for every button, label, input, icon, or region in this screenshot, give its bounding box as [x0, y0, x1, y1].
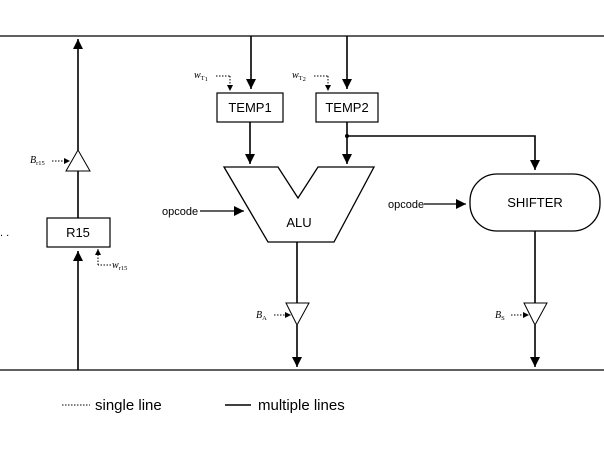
temp2-register — [315, 92, 379, 123]
temp1-label: TEMP1 — [228, 100, 271, 115]
shifter-opcode-label: opcode — [388, 199, 424, 211]
b-a-signal: BA — [256, 310, 267, 322]
legend-multiple-lines-label: multiple lines — [258, 397, 345, 414]
ellipsis: . . — [0, 227, 9, 239]
b-r15-signal: Br15 — [30, 155, 45, 167]
r15-label: R15 — [66, 225, 90, 240]
alu-opcode-label: opcode — [162, 206, 198, 218]
temp2-label: TEMP2 — [325, 100, 368, 115]
r15-register — [46, 217, 111, 248]
r15-tristate-buffer — [65, 148, 91, 172]
alu-block — [222, 166, 376, 243]
w-t1-signal: wT1 — [194, 70, 208, 83]
alu-tristate-buffer — [285, 302, 310, 327]
alu-label: ALU — [286, 215, 311, 230]
shifter-label: SHIFTER — [507, 195, 563, 210]
w-r15-signal: wr15 — [112, 260, 127, 272]
temp2-to-shifter-wire — [347, 135, 540, 170]
w-t2-signal: wT2 — [292, 70, 306, 83]
legend-single-line-label: single line — [95, 397, 162, 414]
temp1-register — [216, 92, 284, 123]
b-s-signal: BS — [495, 310, 505, 322]
shifter-tristate-buffer — [523, 302, 548, 327]
